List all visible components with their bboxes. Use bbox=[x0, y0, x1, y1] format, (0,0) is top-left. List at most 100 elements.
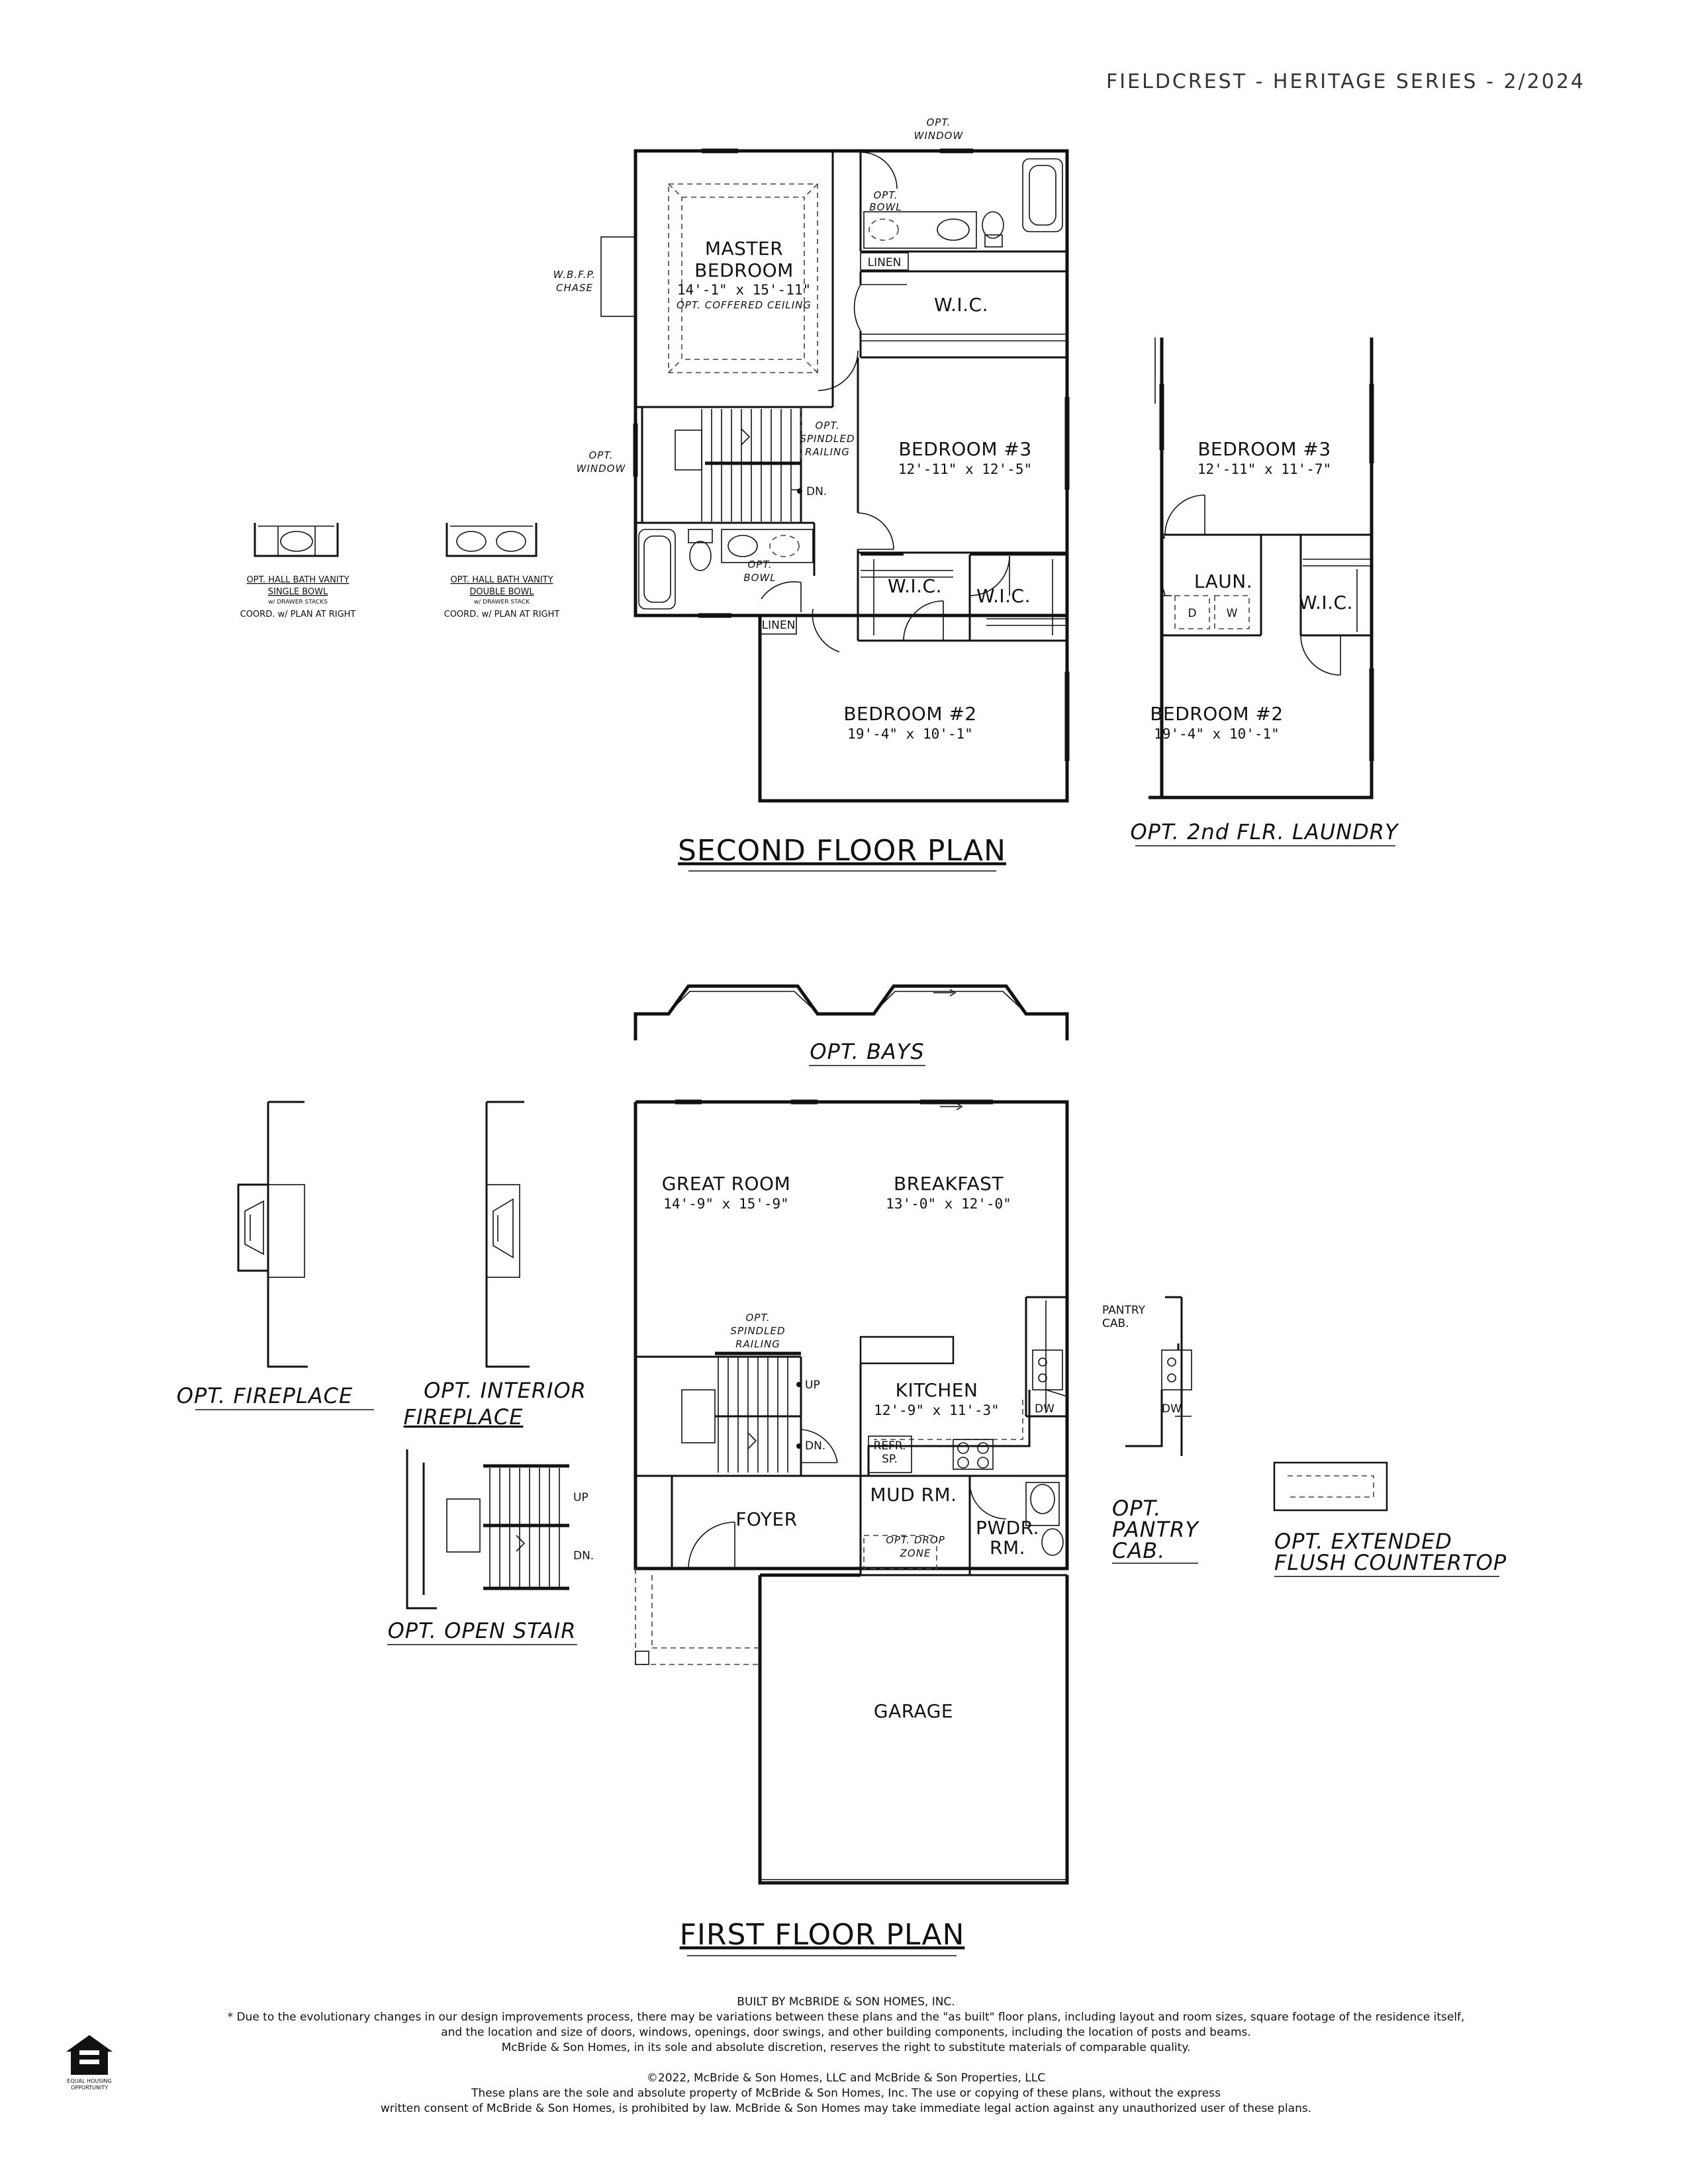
bedroom3-dim: 12'-11" x 12'-5" bbox=[898, 461, 1032, 477]
opt-bays: OPT. BAYS bbox=[633, 984, 1069, 1066]
opt-interior-fireplace-title-2: FIREPLACE bbox=[404, 1404, 524, 1430]
opt-window-left-label-2: WINDOW bbox=[577, 463, 626, 475]
great-room-dim: 14'-9" x 15'-9" bbox=[663, 1196, 789, 1212]
linen-label: LINEN bbox=[868, 256, 902, 269]
pantry-cab-label: PANTRY bbox=[1102, 1304, 1146, 1317]
first-floor-title: FIRST FLOOR PLAN bbox=[680, 1918, 965, 1952]
pantry-cab-label-2: CAB. bbox=[1102, 1317, 1129, 1330]
bedroom3-name: BEDROOM #3 bbox=[898, 438, 1031, 460]
opt-window-label: OPT. bbox=[926, 116, 951, 128]
footer-legal-2: written consent of McBride & Son Homes, … bbox=[381, 2102, 1311, 2115]
opt-window-label-2: WINDOW bbox=[914, 130, 964, 142]
vanity-double-subtitle: DOUBLE BOWL bbox=[469, 587, 534, 597]
footer: BUILT BY McBRIDE & SON HOMES, INC. * Due… bbox=[66, 1995, 1464, 2115]
opt-fireplace: OPT. FIREPLACE bbox=[177, 1101, 374, 1410]
opt-vanity-double: OPT. HALL BATH VANITY DOUBLE BOWL w/ DRA… bbox=[444, 523, 560, 619]
footer-disclaimer-2: and the location and size of doors, wind… bbox=[441, 2026, 1251, 2039]
open-stair-up: UP bbox=[573, 1491, 588, 1504]
footer-disclaimer-1: * Due to the evolutionary changes in our… bbox=[228, 2011, 1465, 2024]
second-floor-title: SECOND FLOOR PLAN bbox=[678, 834, 1006, 868]
vanity-double-note: w/ DRAWER STACK bbox=[474, 599, 530, 606]
opt-spindled-label-2: SPINDLED bbox=[800, 433, 855, 445]
opt-drop-zone-2: ZONE bbox=[900, 1547, 931, 1559]
vanity-single-coord: COORD. w/ PLAN AT RIGHT bbox=[240, 610, 356, 619]
vanity-single-title: OPT. HALL BATH VANITY bbox=[246, 575, 349, 585]
opt-interior-fireplace: OPT. INTERIOR FIREPLACE bbox=[404, 1101, 586, 1430]
opt-spindled-label-3: RAILING bbox=[805, 446, 850, 458]
eho-text-1: EQUAL HOUSING bbox=[67, 2078, 111, 2084]
opt-pantry-title-3: CAB. bbox=[1112, 1538, 1165, 1563]
master-bedroom-name-2: BEDROOM bbox=[694, 259, 794, 281]
opt-bowl-label-2: BOWL bbox=[869, 201, 902, 213]
footer-disclaimer-3: McBride & Son Homes, in its sole and abs… bbox=[502, 2041, 1191, 2054]
wic-left-label: W.I.C. bbox=[888, 575, 942, 597]
opt-vanity-single: OPT. HALL BATH VANITY SINGLE BOWL w/ DRA… bbox=[240, 523, 356, 619]
vanity-single-subtitle: SINGLE BOWL bbox=[268, 587, 328, 597]
master-bedroom-dim: 14'-1" x 15'-11" bbox=[677, 282, 811, 298]
mud-room-name: MUD RM. bbox=[870, 1484, 957, 1506]
powder-room-name-2: RM. bbox=[990, 1537, 1025, 1559]
footer-copyright: ©2022, McBride & Son Homes, LLC and McBr… bbox=[647, 2071, 1045, 2085]
laundry-bedroom2-name: BEDROOM #2 bbox=[1150, 703, 1283, 725]
great-room-name: GREAT ROOM bbox=[662, 1173, 791, 1195]
opt-laundry-plan: BEDROOM #3 12'-11" x 11'-7" LAUN. D W W.… bbox=[1130, 338, 1399, 846]
wbfp-label-2: CHASE bbox=[556, 282, 593, 294]
breakfast-dim: 13'-0" x 12'-0" bbox=[886, 1196, 1011, 1212]
sheet-header: FIELDCREST - HERITAGE SERIES - 2/2024 bbox=[1106, 70, 1585, 93]
opt-countertop-title: OPT. EXTENDED bbox=[1274, 1529, 1452, 1554]
opt-open-stair-title: OPT. OPEN STAIR bbox=[388, 1618, 577, 1643]
laundry-wic-label: W.I.C. bbox=[1299, 592, 1353, 614]
breakfast-name: BREAKFAST bbox=[894, 1173, 1004, 1195]
footer-legal-1: These plans are the sole and absolute pr… bbox=[471, 2087, 1221, 2100]
kitchen-dw: DW bbox=[1035, 1402, 1055, 1416]
linen-bath-label: LINEN bbox=[762, 619, 796, 632]
kitchen-name: KITCHEN bbox=[896, 1379, 978, 1401]
master-wic-label: W.I.C. bbox=[934, 294, 988, 316]
wic-right-label: W.I.C. bbox=[976, 585, 1031, 607]
washer-label: W bbox=[1227, 607, 1238, 620]
opt-open-stair: UP DN. OPT. OPEN STAIR bbox=[387, 1449, 594, 1645]
wbfp-label: W.B.F.P. bbox=[553, 269, 596, 281]
laundry-bedroom3-name: BEDROOM #3 bbox=[1197, 438, 1331, 460]
coffered-ceiling-note: OPT. COFFERED CEILING bbox=[677, 299, 812, 311]
opt-bowl-label: OPT. bbox=[873, 189, 898, 201]
first-opt-spindled: OPT. bbox=[745, 1312, 770, 1324]
equal-housing-icon: EQUAL HOUSING OPPORTUNITY bbox=[66, 2035, 113, 2091]
pantry-dw: DW bbox=[1162, 1402, 1182, 1416]
vanity-double-coord: COORD. w/ PLAN AT RIGHT bbox=[444, 610, 560, 619]
stair-down-label: DN. bbox=[806, 485, 827, 498]
bedroom2-name: BEDROOM #2 bbox=[843, 703, 976, 725]
opt-drop-zone: OPT. DROP bbox=[886, 1534, 945, 1546]
kitchen-dim: 12'-9" x 11'-3" bbox=[874, 1402, 1000, 1418]
footer-builder: BUILT BY McBRIDE & SON HOMES, INC. bbox=[737, 1995, 955, 2009]
bedroom2-dim: 19'-4" x 10'-1" bbox=[847, 726, 973, 742]
opt-bays-title: OPT. BAYS bbox=[810, 1039, 924, 1064]
master-bedroom-name: MASTER bbox=[705, 238, 783, 259]
opt-bowl-bath-label-2: BOWL bbox=[743, 572, 776, 584]
laundry-room-label: LAUN. bbox=[1194, 570, 1252, 592]
opt-pantry-title: OPT. bbox=[1112, 1496, 1161, 1521]
first-opt-spindled-2: SPINDLED bbox=[730, 1325, 785, 1337]
opt-window-left-label: OPT. bbox=[588, 449, 613, 461]
opt-bowl-bath-label: OPT. bbox=[747, 559, 772, 570]
vanity-double-title: OPT. HALL BATH VANITY bbox=[450, 575, 553, 585]
laundry-bedroom3-dim: 12'-11" x 11'-7" bbox=[1197, 461, 1331, 477]
eho-text-2: OPPORTUNITY bbox=[71, 2085, 108, 2091]
open-stair-down: DN. bbox=[573, 1549, 594, 1563]
opt-spindled-label: OPT. bbox=[815, 420, 839, 432]
opt-pantry-title-2: PANTRY bbox=[1112, 1517, 1199, 1542]
first-stair-down: DN. bbox=[805, 1439, 825, 1453]
opt-extended-countertop: OPT. EXTENDED FLUSH COUNTERTOP bbox=[1273, 1461, 1507, 1577]
opt-countertop-title-2: FLUSH COUNTERTOP bbox=[1274, 1550, 1507, 1575]
opt-interior-fireplace-title: OPT. INTERIOR bbox=[424, 1378, 586, 1403]
first-opt-spindled-3: RAILING bbox=[735, 1338, 780, 1350]
garage-name: GARAGE bbox=[874, 1700, 953, 1722]
first-floor-plan: GREAT ROOM 14'-9" x 15'-9" BREAKFAST 13'… bbox=[633, 1099, 1069, 1956]
powder-room-name: PWDR. bbox=[976, 1517, 1039, 1539]
laundry-option-title: OPT. 2nd FLR. LAUNDRY bbox=[1130, 819, 1399, 844]
vanity-single-note: w/ DRAWER STACKS bbox=[268, 599, 328, 606]
laundry-bedroom2-dim: 19'-4" x 10'-1" bbox=[1154, 726, 1280, 742]
foyer-name: FOYER bbox=[735, 1508, 797, 1530]
refr-label-2: SP. bbox=[882, 1453, 898, 1466]
